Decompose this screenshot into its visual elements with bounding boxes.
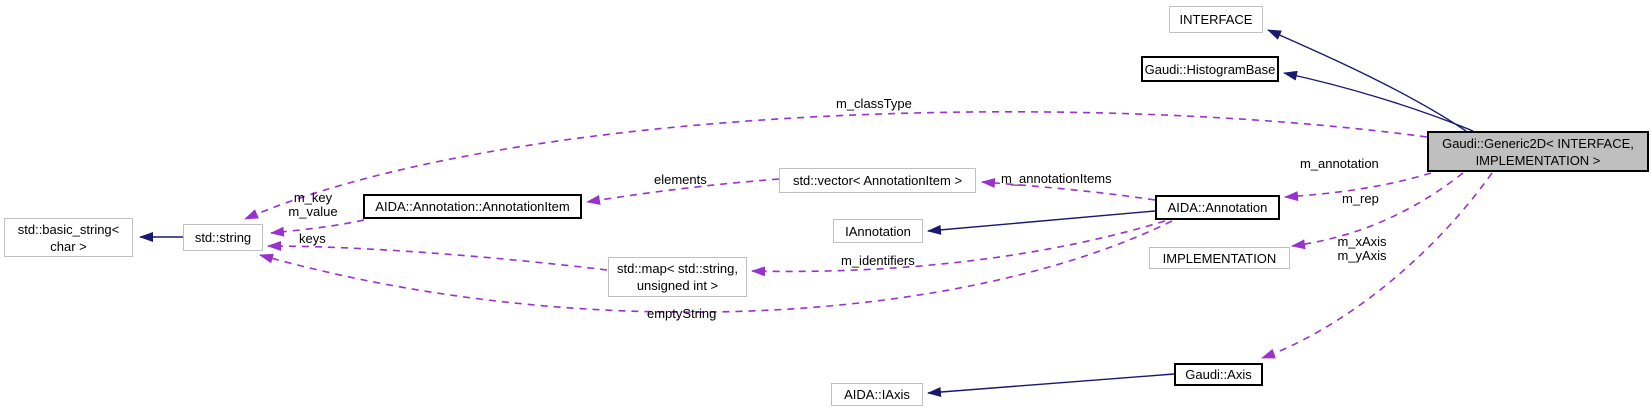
- edge-label-m-classtype: m_classType: [836, 96, 912, 111]
- edge-label-m-annotation: m_annotation: [1300, 156, 1379, 171]
- node-std-basic-string: std::basic_string< char >: [4, 218, 133, 257]
- node-std-vector-annotationitem: std::vector< AnnotationItem >: [779, 168, 976, 193]
- edge-label-emptystring: emptyString: [647, 306, 717, 321]
- edge-m-classtype: [244, 111, 1428, 220]
- node-aida-annotation[interactable]: AIDA::Annotation: [1155, 195, 1280, 220]
- edge-m-annotation: [1284, 172, 1432, 202]
- node-iannotation: IAnnotation: [833, 219, 923, 243]
- node-gaudi-axis[interactable]: Gaudi::Axis: [1174, 363, 1263, 386]
- edge-label-m-identifiers: m_identifiers: [841, 253, 915, 268]
- edge-keys: [267, 241, 608, 271]
- edge-m-xaxis-m-yaxis: [1261, 172, 1493, 359]
- edge-label-keys: keys: [299, 231, 326, 246]
- node-std-string: std::string: [183, 224, 263, 251]
- node-aida-iaxis: AIDA::IAxis: [831, 383, 923, 406]
- edge-label-m-rep: m_rep: [1342, 191, 1379, 206]
- edge-axis-to-iaxis: [927, 373, 1175, 397]
- node-implementation: IMPLEMENTATION: [1149, 247, 1290, 269]
- edge-generic2d-to-histogrambase: [1283, 70, 1474, 132]
- edge-label-elements: elements: [654, 172, 707, 187]
- edge-m-rep: [1291, 172, 1464, 250]
- edge-label-m-annotationitems: m_annotationItems: [1001, 171, 1112, 186]
- node-aida-annotation-annotationitem[interactable]: AIDA::Annotation::AnnotationItem: [363, 194, 582, 219]
- node-gaudi-generic2d: Gaudi::Generic2D< INTERFACE, IMPLEMENTAT…: [1427, 131, 1649, 172]
- edge-annotation-to-iannotation: [927, 210, 1156, 235]
- edge-m-identifiers: [751, 220, 1166, 277]
- edge-label-m-key-m-value: m_key m_value: [288, 190, 338, 219]
- node-gaudi-histogrambase[interactable]: Gaudi::HistogramBase: [1141, 56, 1279, 82]
- edge-elements: [586, 178, 780, 205]
- edge-emptystring: [259, 220, 1173, 313]
- edge-label-m-xaxis-m-yaxis: m_xAxis m_yAxis: [1337, 234, 1387, 263]
- edge-generic2d-to-interface: [1267, 29, 1467, 132]
- node-std-map: std::map< std::string, unsigned int >: [608, 257, 747, 297]
- node-interface: INTERFACE: [1169, 6, 1263, 33]
